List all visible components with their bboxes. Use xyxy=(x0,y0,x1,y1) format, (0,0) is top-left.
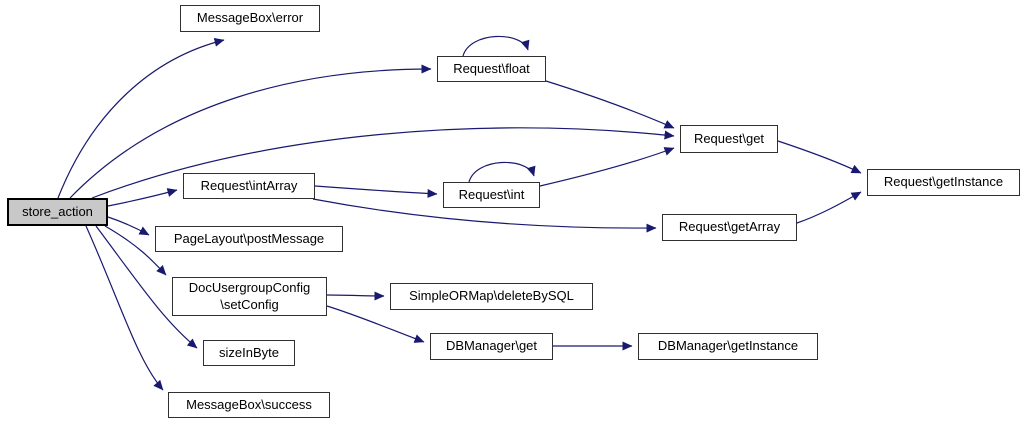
node-request-get[interactable]: Request\get xyxy=(680,125,778,153)
edge-request-intarray-to-request-getarray xyxy=(312,198,657,233)
edge-store-action-to-pagelayout-postmessage xyxy=(107,216,150,236)
node-docusergroupconfig-setconfig[interactable]: DocUsergroupConfig \setConfig xyxy=(172,277,327,316)
edge-store-action-to-request-intarray xyxy=(107,188,178,207)
edge-store-action-to-request-float xyxy=(69,64,432,199)
edge-request-get-to-request-getinstance xyxy=(777,140,862,174)
edge-request-getarray-to-request-getinstance xyxy=(796,191,862,224)
edge-request-int-self-loop xyxy=(468,161,536,183)
node-dbmanager-get[interactable]: DBManager\get xyxy=(430,333,553,360)
edge-store-action-to-messagebox-error xyxy=(57,37,225,199)
node-request-float[interactable]: Request\float xyxy=(437,56,546,82)
edge-setconfig-to-simpleormap-deletebysql xyxy=(326,291,385,301)
edge-store-action-to-sizeinbyte xyxy=(95,225,198,349)
node-simpleormap-deletebysql[interactable]: SimpleORMap\deleteBySQL xyxy=(390,283,593,310)
node-request-getinstance[interactable]: Request\getInstance xyxy=(867,169,1020,196)
node-messagebox-success[interactable]: MessageBox\success xyxy=(168,392,330,418)
edge-store-action-to-request-get xyxy=(91,127,675,199)
edge-store-action-to-messagebox-success xyxy=(85,225,164,391)
edge-setconfig-to-dbmanager-get xyxy=(326,305,425,343)
node-store-action: store_action xyxy=(7,198,108,226)
node-request-intarray[interactable]: Request\intArray xyxy=(183,173,315,199)
node-request-int[interactable]: Request\int xyxy=(443,182,540,208)
node-request-getarray[interactable]: Request\getArray xyxy=(662,214,797,241)
edge-request-float-self-loop xyxy=(462,35,530,57)
node-pagelayout-postmessage[interactable]: PageLayout\postMessage xyxy=(155,226,343,252)
edge-request-int-to-request-get xyxy=(539,147,675,187)
node-messagebox-error[interactable]: MessageBox\error xyxy=(180,5,320,32)
node-sizeinbyte[interactable]: sizeInByte xyxy=(203,340,295,366)
edge-request-float-to-request-get xyxy=(545,80,675,129)
edge-store-action-to-docusergroupconfig-setconfig xyxy=(104,225,167,276)
node-dbmanager-getinstance[interactable]: DBManager\getInstance xyxy=(638,333,818,360)
edge-request-intarray-to-request-int xyxy=(314,185,438,198)
